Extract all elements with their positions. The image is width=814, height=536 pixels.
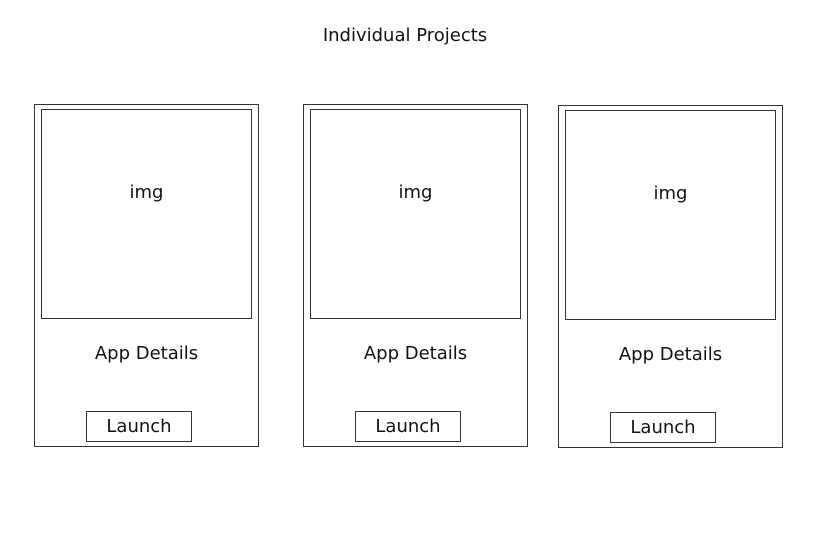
page-title: Individual Projects <box>322 25 488 46</box>
launch-button[interactable]: Launch <box>610 412 716 443</box>
launch-button[interactable]: Launch <box>86 411 192 442</box>
project-card: img App Details Launch <box>558 105 783 448</box>
project-image-placeholder: img <box>565 110 776 320</box>
project-card: img App Details Launch <box>34 104 259 447</box>
app-details: App Details <box>94 343 199 364</box>
image-placeholder-label: img <box>129 182 164 203</box>
project-image-placeholder: img <box>310 109 521 319</box>
project-card: img App Details Launch <box>303 104 528 447</box>
image-placeholder-label: img <box>398 182 433 203</box>
app-details: App Details <box>363 343 468 364</box>
project-image-placeholder: img <box>41 109 252 319</box>
image-placeholder-label: img <box>653 183 688 204</box>
app-details: App Details <box>618 344 723 365</box>
launch-button[interactable]: Launch <box>355 411 461 442</box>
